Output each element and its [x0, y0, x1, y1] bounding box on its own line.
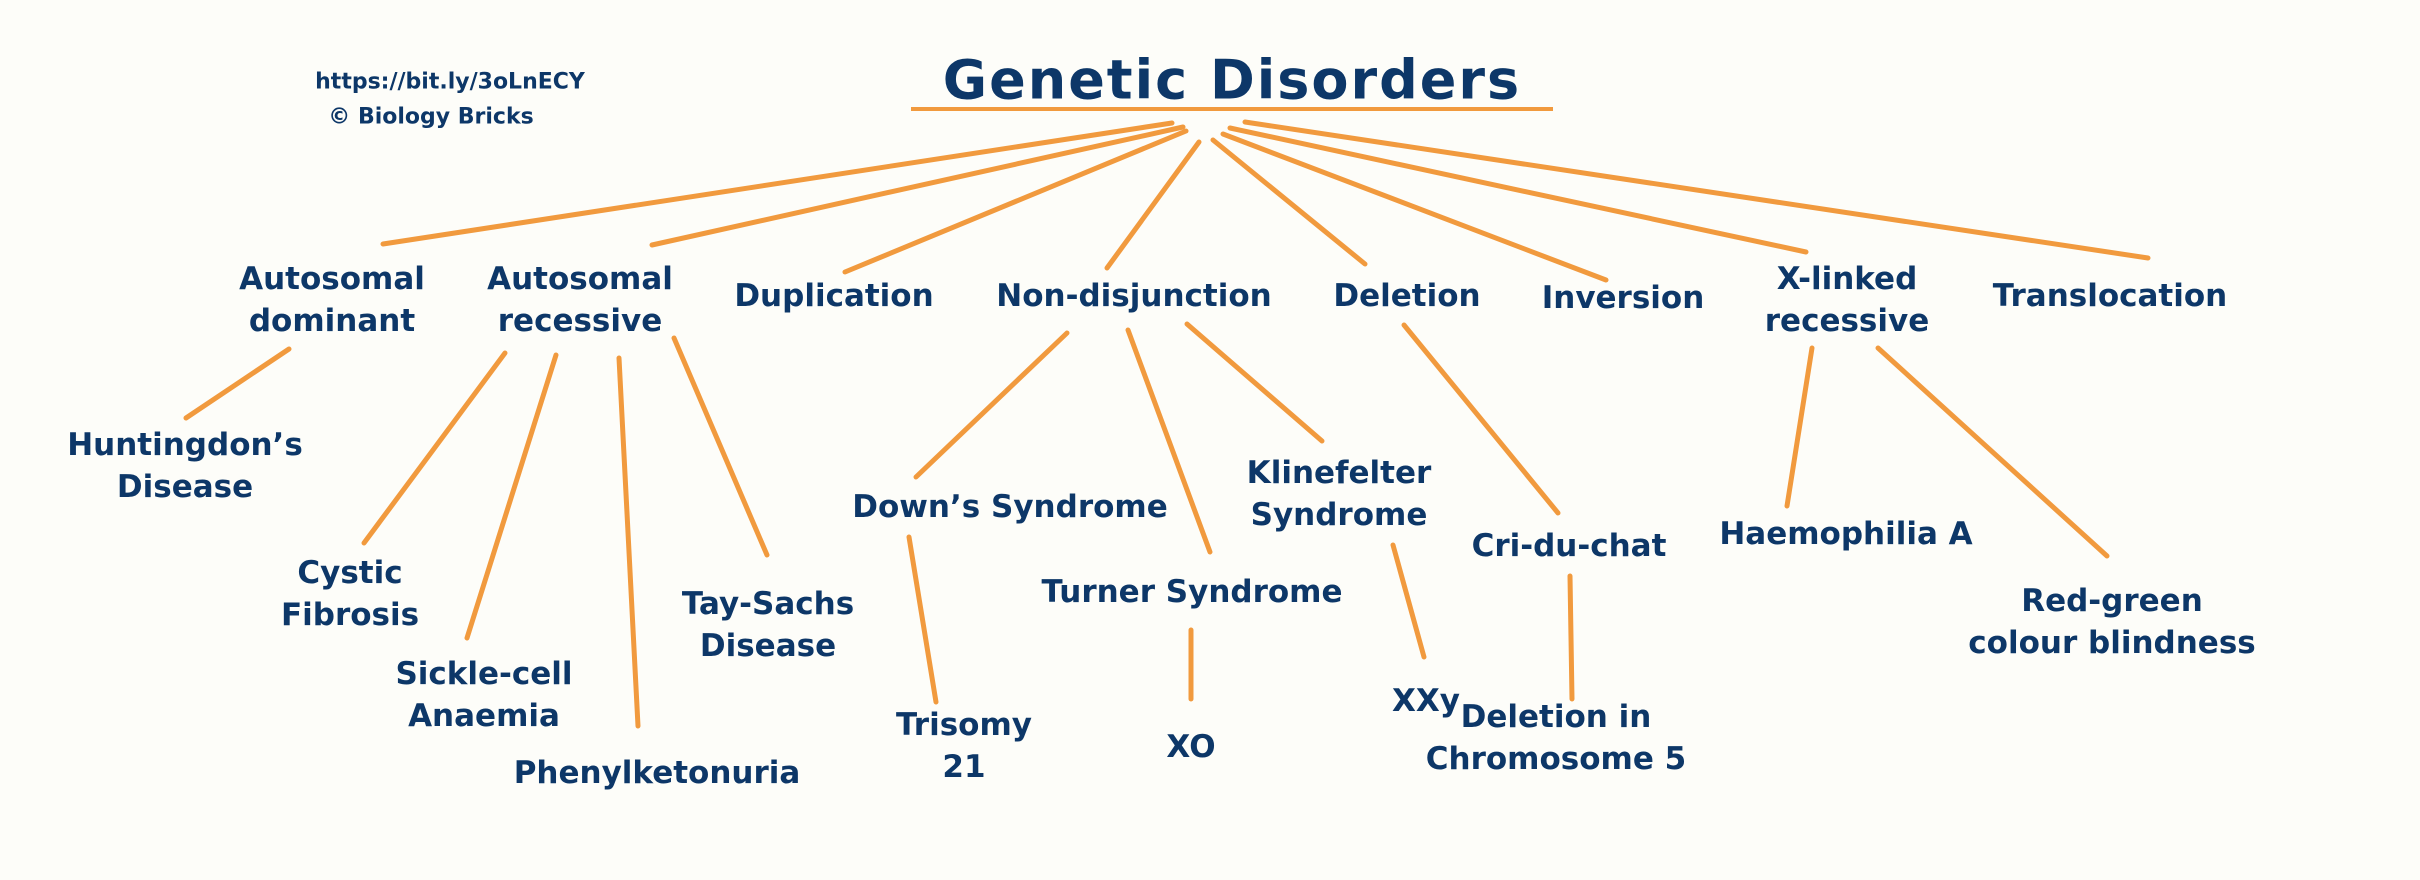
disorder-label-line: Sickle-cell — [395, 656, 573, 692]
disorder-label-line: Phenylketonuria — [513, 755, 801, 791]
detail-label-line: Trisomy — [896, 707, 1032, 743]
disorder-label-line: Down’s Syndrome — [852, 489, 1168, 525]
disorder-label-line: Haemophilia A — [1719, 516, 1973, 552]
disorder-haemophilia: Haemophilia A — [1719, 513, 1972, 555]
category-label-line: dominant — [248, 303, 416, 339]
detail-label-line: Chromosome 5 — [1425, 741, 1687, 777]
detail-label-line: XXy — [1391, 683, 1461, 719]
detail-label-line: XO — [1166, 729, 1216, 765]
copyright-note: © Biology Bricks — [328, 104, 534, 130]
category-label-line: Autosomal — [239, 261, 425, 297]
disorder-cri-du-chat: Cri-du-chat — [1472, 525, 1667, 567]
disorder-turner: Turner Syndrome — [1042, 571, 1343, 613]
category-label-line: Deletion — [1333, 278, 1481, 314]
category-label-line: recessive — [497, 303, 663, 339]
detail-label-line: 21 — [942, 749, 986, 785]
category-label-line: X-linked — [1776, 261, 1918, 297]
connector-line — [1220, 131, 1609, 283]
connector-line — [913, 330, 1070, 480]
connector-line — [183, 346, 292, 421]
connector-line — [1104, 139, 1202, 271]
connector-line — [842, 128, 1189, 275]
disorder-label-line: Huntingdon’s — [67, 427, 303, 463]
category-autosomal-recessive: Autosomal recessive — [487, 258, 673, 342]
disorder-label-line: Red-green — [2021, 583, 2203, 619]
connector-line — [380, 120, 1175, 247]
category-inversion: Inversion — [1542, 277, 1705, 319]
disorder-downs: Down’s Syndrome — [852, 486, 1167, 528]
category-label-line: Duplication — [734, 278, 934, 314]
connector-line — [1227, 125, 1809, 255]
disorder-label-line: Tay-Sachs — [681, 586, 855, 622]
category-autosomal-dominant: Autosomal dominant — [239, 258, 425, 342]
category-label-line: Inversion — [1541, 280, 1705, 316]
disorder-label-line: Cystic — [297, 555, 403, 591]
category-label-line: recessive — [1764, 303, 1930, 339]
title-underline — [911, 107, 1553, 111]
connector-line — [1390, 542, 1427, 660]
connector-line — [649, 124, 1186, 248]
category-label-line: Non-disjunction — [996, 278, 1272, 314]
connector-line — [464, 352, 559, 641]
category-non-disjunction: Non-disjunction — [996, 275, 1271, 317]
detail-xxy: XXy — [1392, 680, 1460, 722]
detail-xo: XO — [1166, 726, 1215, 768]
connector-line — [616, 355, 641, 729]
disorder-label-line: Klinefelter — [1246, 455, 1432, 491]
detail-trisomy21: Trisomy 21 — [896, 704, 1032, 788]
disorder-label-line: Disease — [699, 628, 837, 664]
category-duplication: Duplication — [734, 275, 933, 317]
connector-line — [1875, 345, 2110, 559]
detail-deletion-chr5: Deletion in Chromosome 5 — [1426, 696, 1686, 780]
disorder-label-line: Cri-du-chat — [1471, 528, 1667, 564]
connector-line — [1242, 119, 2151, 261]
connector-line — [1784, 345, 1815, 509]
category-label-line: Translocation — [1992, 278, 2228, 314]
detail-label-line: Deletion in — [1460, 699, 1652, 735]
disorder-label-line: Anaemia — [408, 698, 560, 734]
connector-line — [671, 335, 770, 558]
category-translocation: Translocation — [1993, 275, 2228, 317]
disorder-label-line: Syndrome — [1250, 497, 1428, 533]
connector-line — [1125, 327, 1213, 555]
connector-line — [906, 534, 939, 705]
diagram-title: Genetic Disorders — [942, 48, 1522, 112]
disorder-label-line: colour blindness — [1968, 625, 2256, 661]
category-label-line: Autosomal — [487, 261, 673, 297]
connector-line — [1401, 322, 1561, 516]
disorder-label-line: Fibrosis — [280, 597, 420, 633]
disorder-label-line: Turner Syndrome — [1041, 574, 1343, 610]
category-deletion: Deletion — [1333, 275, 1480, 317]
connector-line — [1210, 137, 1368, 267]
source-url: https://bit.ly/3oLnECY — [315, 69, 585, 95]
disorder-red-green: Red-green colour blindness — [1968, 580, 2255, 664]
category-x-linked-recessive: X-linked recessive — [1765, 258, 1929, 342]
connector-line — [361, 350, 508, 546]
connector-line — [1184, 321, 1325, 444]
disorder-phenylketonuria: Phenylketonuria — [514, 752, 801, 794]
disorder-label-line: Disease — [116, 469, 254, 505]
connector-line — [1567, 573, 1575, 702]
